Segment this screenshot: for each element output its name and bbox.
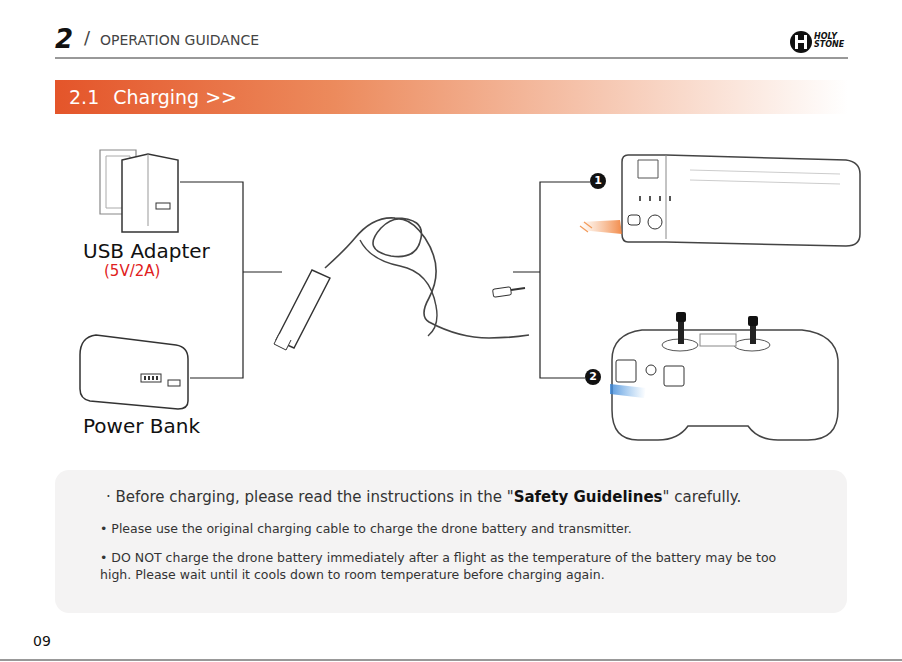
callout-text: 2 (589, 370, 597, 383)
part-name: USB Adapter (83, 241, 210, 261)
title-text: Charging >> (113, 86, 237, 108)
separator: / (84, 29, 90, 47)
emphasis-text: Safety Guidelines (514, 488, 663, 506)
logo-text: STONE (814, 41, 844, 49)
part-name: Power Bank (83, 416, 200, 436)
title-band: 2.1 Charging >> (55, 80, 848, 114)
warning-line: · Before charging, please read the instr… (100, 486, 807, 508)
warning-panel: · Before charging, please read the instr… (55, 470, 847, 613)
spec-label: (5V/2A) (104, 264, 160, 279)
callout-text: 1 (594, 174, 602, 187)
callout-number: 1 (590, 173, 606, 189)
note-text: • Please use the original charging cable… (100, 520, 807, 537)
page-number: 09 (33, 634, 51, 648)
callout-number: 2 (585, 369, 601, 385)
warning-text: " carefully. (663, 488, 742, 506)
section-heading: OPERATION GUIDANCE (100, 33, 259, 47)
title-text: 2.1 (69, 86, 99, 108)
warning-text: · Before charging, please read the instr… (106, 488, 514, 506)
logo-text: HOLY (814, 33, 837, 41)
chapter-number: 2 (55, 26, 73, 52)
note-text: • DO NOT charge the drone battery immedi… (100, 549, 807, 583)
